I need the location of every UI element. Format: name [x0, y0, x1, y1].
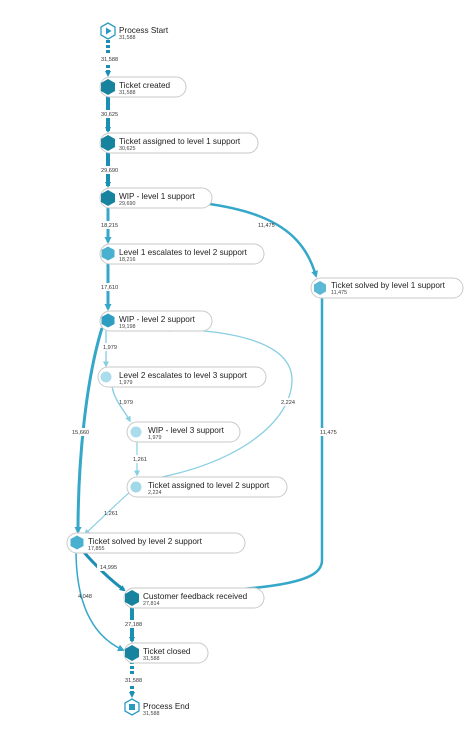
edge-label-start-created: 31,588: [101, 57, 118, 63]
node-label: Ticket created: [119, 81, 171, 90]
node-escalate-l2[interactable]: Level 1 escalates to level 2 support 18,…: [99, 243, 265, 265]
hexagon-icon: [101, 313, 115, 328]
node-count: 31,588: [119, 35, 136, 41]
node-feedback[interactable]: Customer feedback received 27,814: [123, 587, 265, 609]
edge-label-wip-l3-assigned-l2: 1,261: [133, 457, 147, 463]
node-escalate-l3[interactable]: Level 2 escalates to level 3 support 1,9…: [97, 366, 267, 388]
node-wip-l1[interactable]: WIP - level 1 support 29,690: [99, 187, 213, 209]
hexagon-icon: [101, 246, 115, 261]
hexagon-icon: [101, 190, 115, 206]
circle-icon: [130, 481, 142, 493]
node-label: Ticket closed: [143, 647, 191, 656]
edge-label-feedback-closed: 27,188: [125, 622, 142, 628]
edge-label-wip-l1-solved-l1: 11,475: [258, 223, 275, 229]
node-solved-l2[interactable]: Ticket solved by level 2 support 17,855: [66, 532, 246, 554]
edge-solved-l2-feedback[interactable]: [80, 549, 126, 592]
edge-label-assigned-l1-wip-l1: 29,690: [101, 168, 118, 174]
node-count: 31,588: [119, 90, 136, 96]
node-label: WIP - level 3 support: [148, 426, 225, 435]
edge-label-created-assigned-l1: 30,625: [101, 112, 118, 118]
edge-label-wip-l2-escalate-l3: 1,979: [103, 345, 117, 351]
edge-label-escalate-l3-wip-l3: 1,979: [119, 400, 133, 406]
edge-labels: 31,588 30,625 29,690 18,215 11,475 17,61…: [70, 55, 341, 684]
node-count: 1,979: [119, 380, 133, 386]
edge-escalate-l3-wip-l3[interactable]: [111, 385, 131, 423]
edge-label-escalate-l2-wip-l2: 17,610: [101, 285, 118, 291]
node-process-start[interactable]: Process Start 31,588: [100, 22, 169, 41]
node-count: 18,216: [119, 257, 136, 263]
node-label: Ticket assigned to level 2 support: [148, 481, 270, 490]
hexagon-icon: [125, 645, 139, 661]
edge-assigned-l2-wip-l2[interactable]: [144, 326, 293, 481]
node-process-end[interactable]: Process End 31,588: [124, 698, 190, 717]
node-count: 1,979: [148, 435, 162, 441]
edge-label-assigned-l2-wip-l2: 2,224: [281, 400, 295, 406]
edge-assigned-l2-solved-l2[interactable]: [83, 491, 131, 536]
node-label: Ticket assigned to level 1 support: [119, 137, 241, 146]
node-solved-l1[interactable]: Ticket solved by level 1 support 11,475: [310, 277, 464, 299]
edge-label-wip-l1-escalate-l2: 18,215: [101, 223, 118, 229]
node-label: Process Start: [119, 26, 169, 35]
node-count: 27,814: [143, 601, 160, 607]
node-label: Customer feedback received: [143, 592, 248, 601]
hexagon-icon: [101, 135, 115, 151]
node-wip-l2[interactable]: WIP - level 2 support 19,198: [99, 310, 213, 332]
edge-label-closed-end: 31,588: [125, 678, 142, 684]
node-ticket-created[interactable]: Ticket created 31,588: [99, 76, 187, 98]
node-label: Ticket solved by level 1 support: [331, 281, 446, 290]
node-count: 2,224: [148, 490, 162, 496]
node-label: Level 2 escalates to level 3 support: [119, 371, 248, 380]
hexagon-icon: [70, 535, 84, 550]
edge-label-wip-l2-solved-l2: 15,660: [72, 430, 89, 436]
node-label: WIP - level 1 support: [119, 192, 196, 201]
node-count: 11,475: [331, 290, 347, 296]
node-count: 29,690: [119, 201, 136, 207]
node-wip-l3[interactable]: WIP - level 3 support 1,979: [126, 421, 241, 443]
node-count: 31,588: [143, 711, 160, 717]
node-assigned-l1[interactable]: Ticket assigned to level 1 support 30,62…: [99, 132, 259, 154]
edge-solved-l2-closed[interactable]: [75, 549, 125, 652]
node-count: 17,855: [88, 546, 105, 552]
node-ticket-closed[interactable]: Ticket closed 31,588: [123, 642, 209, 664]
edge-wip-l2-solved-l2[interactable]: [74, 327, 104, 534]
node-label: Level 1 escalates to level 2 support: [119, 248, 248, 257]
hexagon-icon: [125, 590, 139, 606]
edge-label-solved-l2-closed: 4,048: [78, 594, 92, 600]
node-count: 19,198: [119, 324, 136, 330]
node-label: WIP - level 2 support: [119, 315, 196, 324]
node-assigned-l2[interactable]: Ticket assigned to level 2 support 2,224: [126, 476, 288, 498]
hexagon-icon: [314, 281, 326, 295]
edge-label-solved-l2-feedback: 14,995: [100, 565, 117, 571]
circle-icon: [130, 426, 142, 438]
hexagon-icon: [101, 79, 115, 95]
node-label: Ticket solved by level 2 support: [88, 537, 203, 546]
edge-label-solved-l1-feedback: 11,475: [320, 430, 337, 436]
circle-icon: [100, 371, 112, 383]
edge-label-assigned-l2-solved-l2: 1,261: [104, 511, 118, 517]
node-count: 30,625: [119, 146, 136, 152]
node-count: 31,588: [143, 656, 160, 662]
node-label: Process End: [143, 702, 190, 711]
